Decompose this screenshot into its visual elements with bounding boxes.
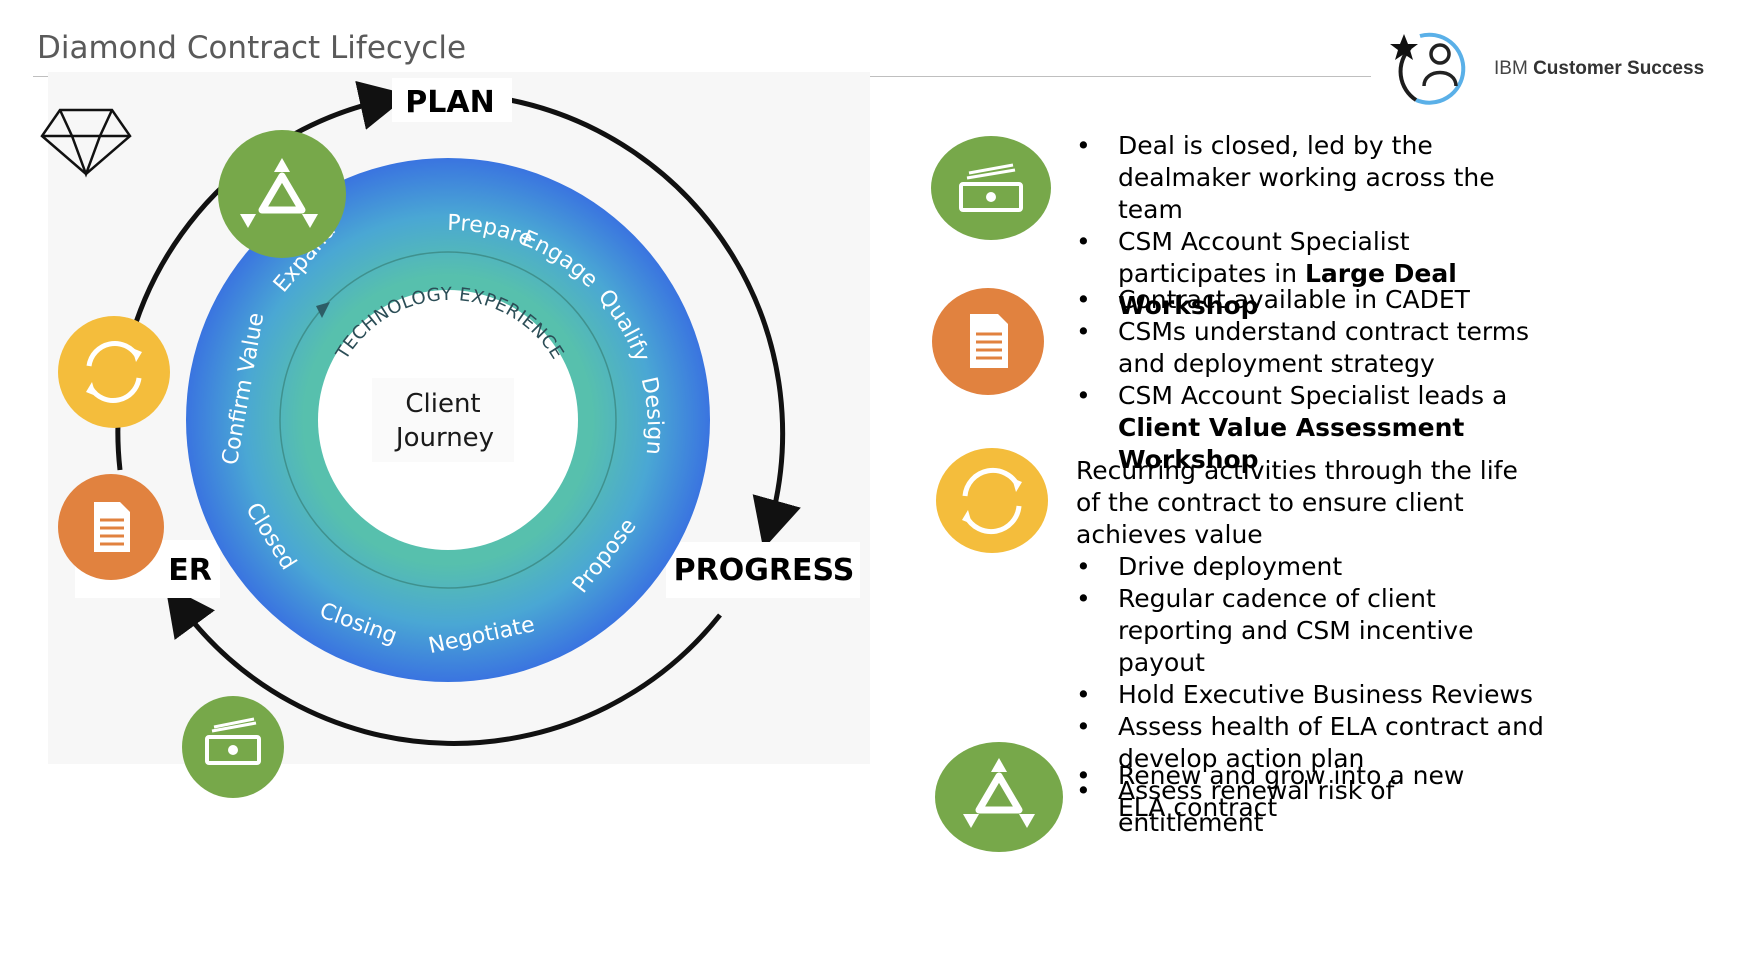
recycle-icon <box>935 742 1063 852</box>
panel-intro: Recurring activities through the life of… <box>1076 456 1518 549</box>
list-item: Renew and grow into a new ELA contract <box>1076 760 1516 824</box>
list-item: CSMs understand contract terms and deplo… <box>1076 316 1546 380</box>
list-item: Regular cadence of client reporting and … <box>1076 583 1546 679</box>
panel-renew: Renew and grow into a new ELA contract <box>1076 760 1516 824</box>
list-item: Hold Executive Business Reviews <box>1076 679 1546 711</box>
center-label-line2: Journey <box>394 423 494 453</box>
stage-renew-partial: ER <box>168 553 212 588</box>
stage-plan: PLAN <box>405 85 494 120</box>
lifecycle-diagram: PLAN PROGRESS ER Client Journey TECHNOLO… <box>0 70 1000 964</box>
inner-ring-line <box>279 251 617 589</box>
page-title: Diamond Contract Lifecycle <box>37 30 467 66</box>
brand-name: IBM Customer Success <box>1494 58 1705 79</box>
list-item: Deal is closed, led by the dealmaker wor… <box>1076 130 1546 226</box>
refresh-icon <box>936 448 1048 553</box>
cycle-icon-refresh <box>58 316 170 428</box>
panel-contract-available: Contract available in CADET CSMs underst… <box>1076 284 1546 476</box>
document-icon <box>932 288 1044 395</box>
cycle-icon-document <box>58 474 164 580</box>
cycle-icon-money <box>182 696 284 798</box>
list-item: Drive deployment <box>1076 551 1546 583</box>
center-label-line1: Client <box>405 389 480 419</box>
lifecycle-diagram-svg: PLAN PROGRESS ER Client Journey TECHNOLO… <box>40 72 870 798</box>
list-item: CSM Account Specialist leads a Client Va… <box>1076 380 1546 476</box>
diamond-icon <box>40 108 132 178</box>
list-item: Contract available in CADET <box>1076 284 1546 316</box>
panel-deal-closed: Deal is closed, led by the dealmaker wor… <box>1076 130 1546 322</box>
money-icon <box>931 136 1051 240</box>
brand-logo: IBM Customer Success <box>1386 24 1741 110</box>
customer-success-icon <box>1390 32 1466 105</box>
stage-progress: PROGRESS <box>674 553 855 588</box>
cycle-icon-recycle <box>218 130 346 258</box>
